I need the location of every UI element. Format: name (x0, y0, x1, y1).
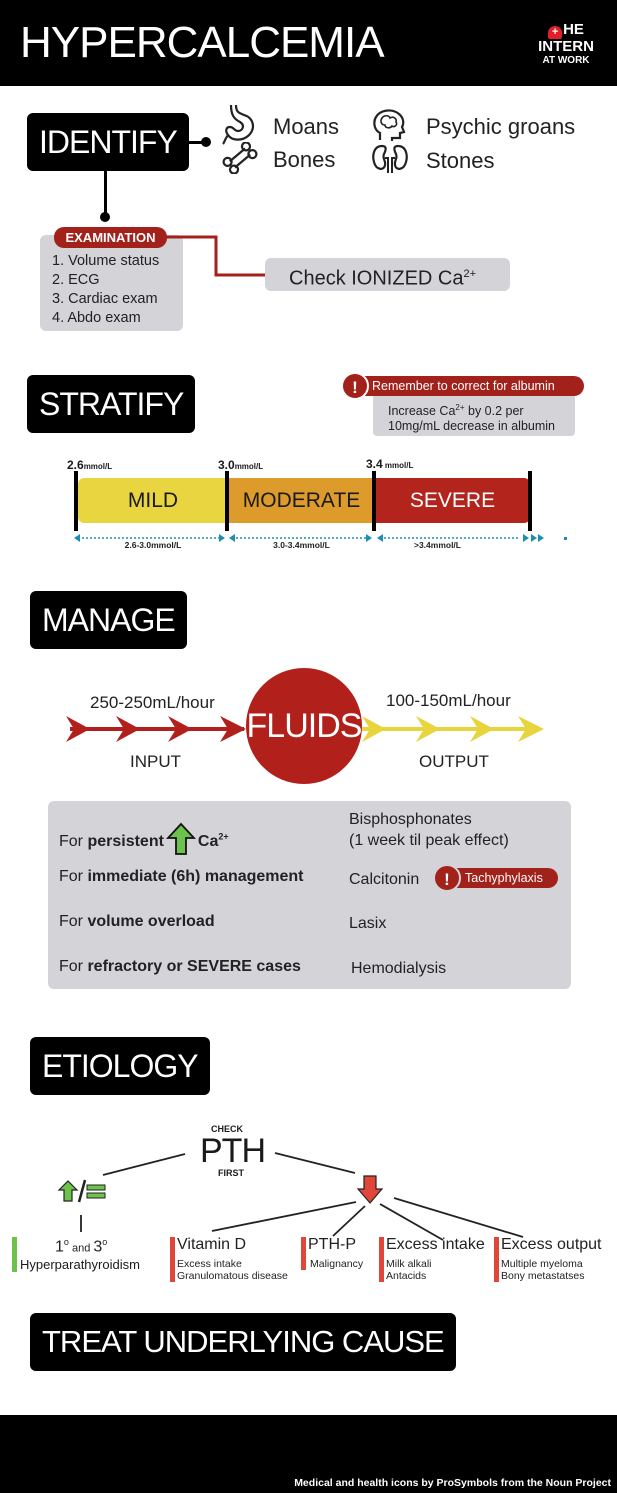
up-arrow-icon (165, 822, 196, 855)
pth-label: PTH (200, 1132, 266, 1170)
cause-hyperparathyroidism-title: 1o and 3o (55, 1237, 108, 1256)
threshold-label: 3.4 mmol/L (366, 457, 414, 471)
section-manage: MANAGE (30, 591, 187, 649)
input-arrow (66, 716, 246, 742)
scale-tick (528, 471, 532, 531)
level-severe: SEVERE (375, 478, 530, 523)
section-stratify: STRATIFY (27, 375, 196, 433)
symptom-moans: Moans (273, 114, 340, 139)
fluids-circle: FLUIDS (246, 668, 362, 784)
connector-dot (201, 137, 211, 147)
albumin-note: Remember to correct for albumin (342, 376, 584, 396)
cause-bar (301, 1237, 306, 1270)
scale-tick (74, 471, 78, 531)
section-treat-underlying-cause: TREAT UNDERLYING CAUSE (30, 1313, 456, 1371)
cause-bar (12, 1237, 17, 1272)
threshold-label: 2.6mmol/L (67, 458, 113, 472)
cause-excess-output-title: Excess output (501, 1236, 602, 1253)
examination-box: 1. Volume status 2. ECG 3. Cardiac exam … (40, 235, 183, 331)
exam-item: 2. ECG (52, 272, 100, 288)
connector-line (188, 141, 206, 144)
treatment-bisphosphonates: Bisphosphonates(1 week til peak effect) (349, 811, 509, 849)
cause-excess-intake-title: Excess intake (386, 1236, 485, 1253)
cause-sub: Malignancy (310, 1258, 364, 1270)
brain-head-icon (373, 109, 406, 141)
symptom-bones: Bones (273, 147, 336, 172)
range-label: 3.0-3.4mmol/L (273, 540, 330, 550)
row-label-volume: For volume overload (59, 913, 215, 930)
row-label-refractory: For refractory or SEVERE cases (59, 958, 301, 975)
cause-pthp-title: PTH-P (308, 1236, 356, 1253)
cause-bar (494, 1237, 499, 1282)
cause-bar (379, 1237, 384, 1282)
brand-logo: +HE INTERN AT WORK (538, 21, 594, 67)
connector-line (165, 235, 270, 277)
cause-vitamin-d-title: Vitamin D (177, 1236, 247, 1253)
heart-cross-icon: + (548, 26, 563, 39)
warning-icon: ! (341, 372, 369, 400)
output-rate: 100-150mL/hour (386, 691, 511, 710)
symptom-stones: Stones (426, 148, 495, 173)
pth-first-label: FIRST (218, 1168, 244, 1178)
kidneys-icon (372, 144, 408, 173)
section-identify: IDENTIFY (27, 113, 189, 171)
connector-line (104, 170, 107, 218)
scale-tick (225, 471, 229, 531)
warning-icon: ! (433, 864, 461, 892)
cause-sub: Hyperparathyroidism (20, 1257, 140, 1272)
section-etiology: ETIOLOGY (30, 1037, 210, 1095)
cause-bar (170, 1237, 175, 1282)
footer-bar (0, 1415, 617, 1493)
output-arrow (360, 716, 544, 742)
exam-item: 3. Cardiac exam (52, 291, 158, 307)
decorative-dot (564, 537, 567, 540)
management-panel (48, 801, 571, 989)
bone-icon (222, 142, 258, 174)
footer-credit: Medical and health icons by ProSymbols f… (294, 1477, 611, 1489)
scale-tick (372, 471, 376, 531)
albumin-box: Increase Ca2+ by 0.2 per 10mg/mL decreas… (373, 394, 575, 436)
range-label: 2.6-3.0mmol/L (124, 540, 182, 550)
symptom-psychic-groans: Psychic groans (426, 114, 576, 139)
etiology-tree (57, 1152, 524, 1241)
exam-item: 4. Abdo exam (52, 310, 141, 326)
input-rate: 250-250mL/hour (90, 693, 215, 712)
connector-dot (100, 212, 110, 222)
threshold-label: 3.0mmol/L (218, 458, 264, 472)
level-moderate: MODERATE (228, 478, 375, 523)
up-arrow-icon (57, 1180, 79, 1202)
down-arrow-icon (356, 1175, 384, 1204)
treatment-hemodialysis: Hemodialysis (351, 960, 447, 977)
treatment-calcitonin: Calcitonin (349, 871, 420, 888)
range-arrows (74, 534, 544, 542)
treatment-lasix: Lasix (349, 915, 387, 932)
tachyphylaxis-warning: Tachyphylaxis (437, 868, 558, 888)
header-bar (0, 0, 617, 86)
range-label: >3.4mmol/L (413, 540, 461, 550)
output-label: OUTPUT (419, 752, 489, 771)
level-mild: MILD (78, 478, 228, 523)
stomach-icon (222, 104, 254, 145)
exam-item: 1. Volume status (52, 253, 160, 269)
pth-check-label: CHECK (211, 1124, 244, 1134)
row-label-immediate: For immediate (6h) management (59, 868, 304, 885)
check-ionized-box: Check IONIZED Ca2+ (265, 258, 510, 291)
page-title: HYPERCALCEMIA (20, 18, 385, 67)
input-label: INPUT (130, 752, 181, 771)
examination-tag: EXAMINATION (54, 227, 167, 248)
